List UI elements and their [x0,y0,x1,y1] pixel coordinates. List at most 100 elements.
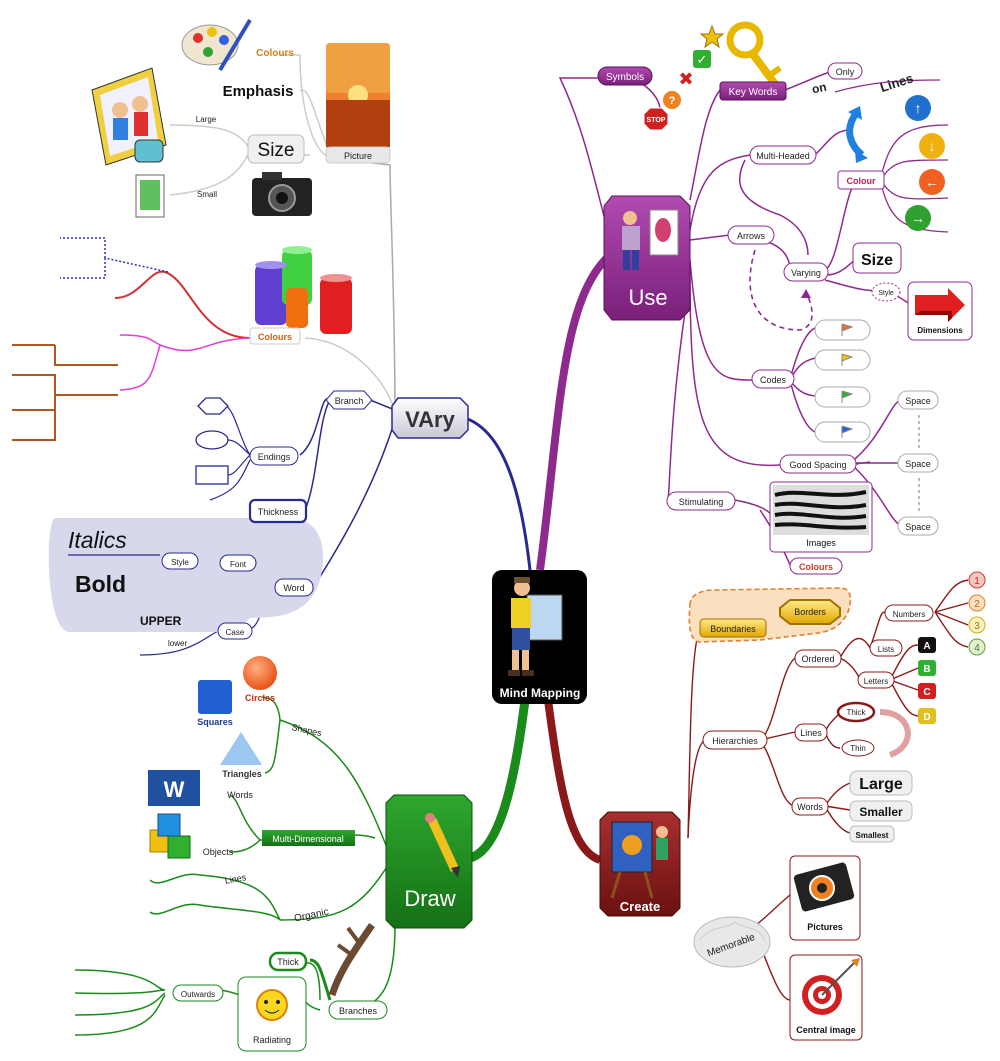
arrows-node[interactable]: Arrows [727,225,775,245]
large-label: Large [196,115,217,124]
colours-node-vary[interactable]: Colours [249,327,301,345]
hub-vary-label: VAry [405,407,455,432]
svg-text:Space: Space [905,459,931,469]
branch-node[interactable]: Branch [325,390,373,410]
outwards-node[interactable]: Outwards [172,984,224,1002]
thick-node-create[interactable]: Thick [836,701,876,723]
draw-nodes: Circles Squares Shapes Triangles W Words… [148,656,388,1052]
stimulating-node[interactable]: Stimulating [666,491,736,511]
case-node[interactable]: Case [217,622,253,640]
colour-node[interactable]: Colour [837,170,885,190]
svg-text:↑: ↑ [915,100,922,116]
svg-text:Pictures: Pictures [807,922,843,932]
palette-icon [181,18,252,72]
bold-label: Bold [75,571,126,597]
svg-text:Endings: Endings [258,452,291,462]
lines-label: Lines [878,70,915,95]
italics-label: Italics [68,527,127,553]
sun-icon [256,989,288,1021]
style-node-use[interactable]: Style [871,282,901,302]
colours-top-label: Colours [256,48,294,59]
svg-text:Size: Size [258,140,295,161]
space-node-3[interactable]: Space [897,516,939,536]
endings-node[interactable]: Endings [249,446,299,466]
center-label: Mind Mapping [500,686,581,700]
svg-text:Multi-Headed: Multi-Headed [756,151,810,161]
size-node-use[interactable]: Size [852,242,902,274]
orange-bracket [12,344,118,441]
hub-create[interactable]: Create [599,811,681,917]
picture-node[interactable]: Picture [325,146,391,164]
up-arrow-icon [905,95,931,121]
svg-text:Letters: Letters [864,677,888,686]
font-panel [48,518,324,632]
svg-text:Radiating: Radiating [253,1035,291,1045]
hub-draw[interactable]: Draw [385,794,473,929]
hierarchies-node[interactable]: Hierarchies [702,730,768,750]
right-arrow-icon [905,205,931,231]
svg-text:Large: Large [859,776,903,793]
hub-use[interactable]: Use [603,195,691,321]
style-node-vary[interactable]: Style [161,552,199,570]
smaller-node[interactable]: Smaller [849,800,913,822]
circles-label: Circles [245,693,275,703]
branches-node[interactable]: Branches [328,1000,388,1020]
svg-text:✓: ✓ [697,52,708,67]
artist-icon [610,821,668,899]
only-node[interactable]: Only [827,62,863,80]
small-picture-icon [135,174,165,218]
svg-text:Colour: Colour [847,176,876,186]
pencil-icon [425,813,460,878]
thick-node-draw[interactable]: Thick [268,951,308,972]
lines-node-create[interactable]: Lines [794,723,828,742]
center-node[interactable]: Mind Mapping [492,570,587,704]
letter-icons: A B C D [918,637,936,724]
space-node-2[interactable]: Space [897,453,939,473]
multi-dimensional-node[interactable]: Multi-Dimensional [262,830,355,846]
svg-text:3: 3 [974,621,980,632]
svg-text:Case: Case [226,628,245,637]
blue-flag-icon [841,425,854,438]
paint-jars-icon [255,246,352,334]
font-node[interactable]: Font [219,554,257,572]
circle-shape-icon [243,656,277,690]
colours-node-use[interactable]: Colours [789,557,843,575]
central-image-node[interactable]: Central image [789,954,863,1041]
3d-arrow-icon [915,288,965,322]
thickness-node[interactable]: Thickness [248,498,308,524]
thick-line [309,958,332,1001]
hub-vary[interactable]: VAry [391,397,469,439]
green-flag-icon [841,390,854,403]
words-node-create[interactable]: Words [791,797,829,816]
thin-node[interactable]: Thin [841,739,875,757]
svg-text:Hierarchies: Hierarchies [712,736,758,746]
varying-node[interactable]: Varying [783,262,829,282]
borders-node[interactable]: Borders [779,599,841,625]
radiating-node[interactable]: Radiating [237,976,307,1052]
question-icon [663,91,681,109]
key-words-node[interactable]: Key Words [719,81,787,101]
symbols-node[interactable]: Symbols [597,66,653,86]
large-node-create[interactable]: Large [849,770,913,796]
space-node-1[interactable]: Space [897,390,939,410]
boundaries-node[interactable]: Boundaries [699,618,767,638]
symbols-label: Symbols [606,72,644,83]
images-node[interactable]: Images [769,481,873,553]
good-spacing-node[interactable]: Good Spacing [779,454,857,474]
codes-node[interactable]: Codes [751,369,795,389]
orange-flag-icon [841,323,854,336]
lists-node[interactable]: Lists [869,639,903,657]
pictures-node[interactable]: Pictures [789,855,861,941]
numbers-node[interactable]: Numbers [884,604,934,622]
dimensions-node[interactable]: Dimensions [907,281,973,341]
ordered-node[interactable]: Ordered [794,649,842,668]
multi-headed-node[interactable]: Multi-Headed [749,145,817,165]
smallest-node[interactable]: Smallest [849,825,895,843]
size-node-vary[interactable]: Size [247,134,305,164]
letters-node[interactable]: Letters [857,671,895,689]
word-node-vary[interactable]: Word [274,578,314,597]
svg-text:Picture: Picture [344,151,372,161]
svg-text:Good Spacing: Good Spacing [789,460,846,470]
svg-text:Colours: Colours [799,562,833,572]
